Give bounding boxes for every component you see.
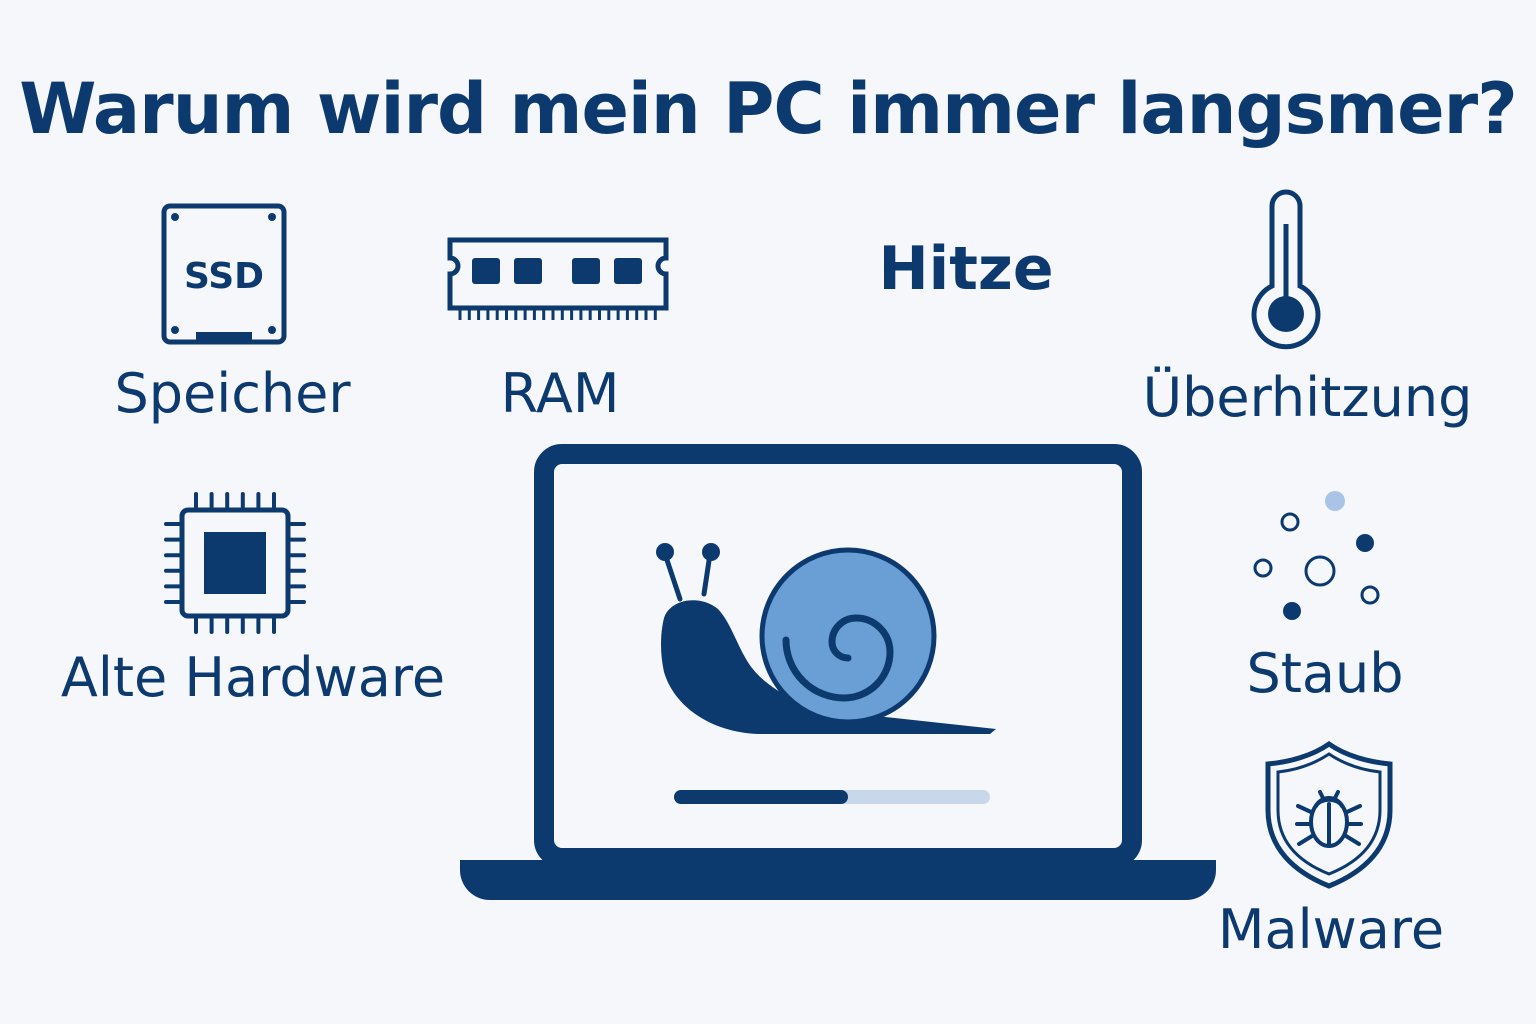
hitze-heading: Hitze (878, 234, 1054, 304)
speicher-label: Speicher (114, 362, 351, 425)
laptop-icon (460, 444, 1216, 900)
ueberhitzung-label: Überhitzung (1142, 366, 1473, 429)
alte-hardware-label: Alte Hardware (60, 646, 446, 709)
page-title: Warum wird mein PC immer langsmer? (19, 68, 1518, 150)
ssd-icon-text: SSD (184, 256, 264, 297)
cpu-chip-icon (164, 492, 306, 634)
shield-bug-icon (1265, 740, 1393, 889)
malware-label: Malware (1217, 898, 1445, 961)
staub-label: Staub (1246, 642, 1404, 705)
ram-icon (447, 237, 669, 320)
ram-label: RAM (500, 362, 620, 425)
progress-fill (674, 790, 848, 804)
snail-icon (656, 543, 996, 734)
dust-particles-icon (1253, 491, 1380, 620)
thermometer-icon (1251, 189, 1321, 350)
ssd-icon: SSD (161, 203, 287, 345)
